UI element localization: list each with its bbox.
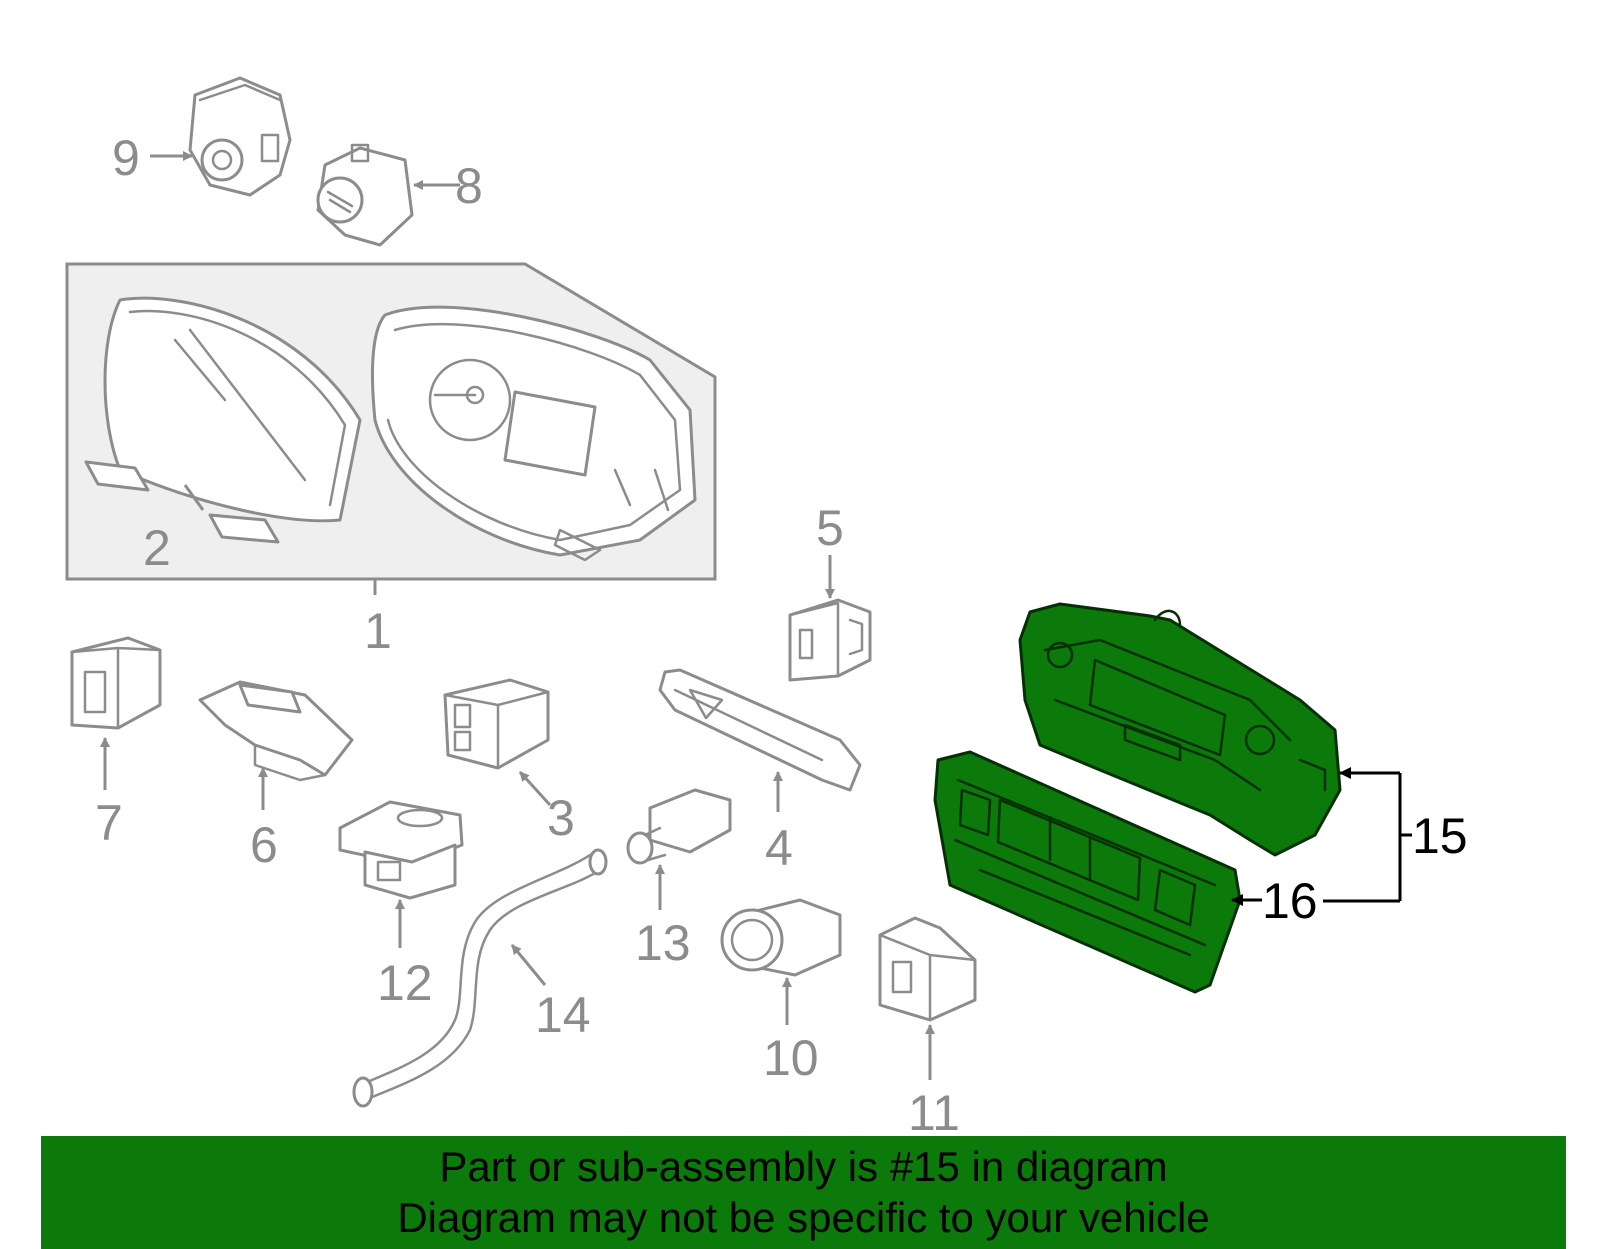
part-12-switch (338, 800, 464, 900)
banner-line-2: Diagram may not be specific to your vehi… (397, 1194, 1210, 1241)
leader-15-16-bracket (1231, 767, 1412, 906)
leader-3 (518, 770, 552, 807)
part-4-panel (658, 668, 862, 792)
callout-14: 14 (535, 987, 591, 1043)
callout-3: 3 (547, 790, 575, 846)
callout-10: 10 (763, 1030, 819, 1086)
part-16-control-panel (933, 750, 1242, 994)
callout-5: 5 (816, 500, 844, 556)
part-9-switch (188, 76, 292, 197)
callout-15: 15 (1412, 808, 1468, 864)
callout-2: 2 (143, 520, 171, 576)
callout-16: 16 (1262, 873, 1318, 929)
info-banner: Part or sub-assembly is #15 in diagram D… (41, 1136, 1566, 1249)
part-3-switch (443, 678, 550, 770)
leader-2 (183, 484, 205, 511)
part-14-hose (352, 848, 608, 1108)
part-5-switch (788, 598, 872, 682)
part-13-sensor (626, 788, 732, 865)
part-1-instrument-cluster (65, 262, 717, 581)
callout-11: 11 (908, 1085, 960, 1141)
part-10-round-switch (720, 898, 842, 977)
callout-6: 6 (250, 817, 278, 873)
callout-4: 4 (765, 820, 793, 876)
callout-1: 1 (364, 603, 392, 659)
leader-14 (510, 944, 547, 986)
part-11-switch (878, 916, 977, 1022)
banner-line-1: Part or sub-assembly is #15 in diagram (439, 1143, 1168, 1190)
callout-12: 12 (377, 955, 433, 1011)
part-15-climate-control-unit (1018, 602, 1342, 857)
part-8-knob-switch (316, 143, 414, 247)
callout-13: 13 (635, 915, 691, 971)
part-6-switch (198, 680, 354, 782)
callout-7: 7 (95, 795, 123, 851)
callout-8: 8 (455, 158, 483, 214)
part-7-switch (70, 636, 162, 730)
callout-9: 9 (112, 130, 140, 186)
